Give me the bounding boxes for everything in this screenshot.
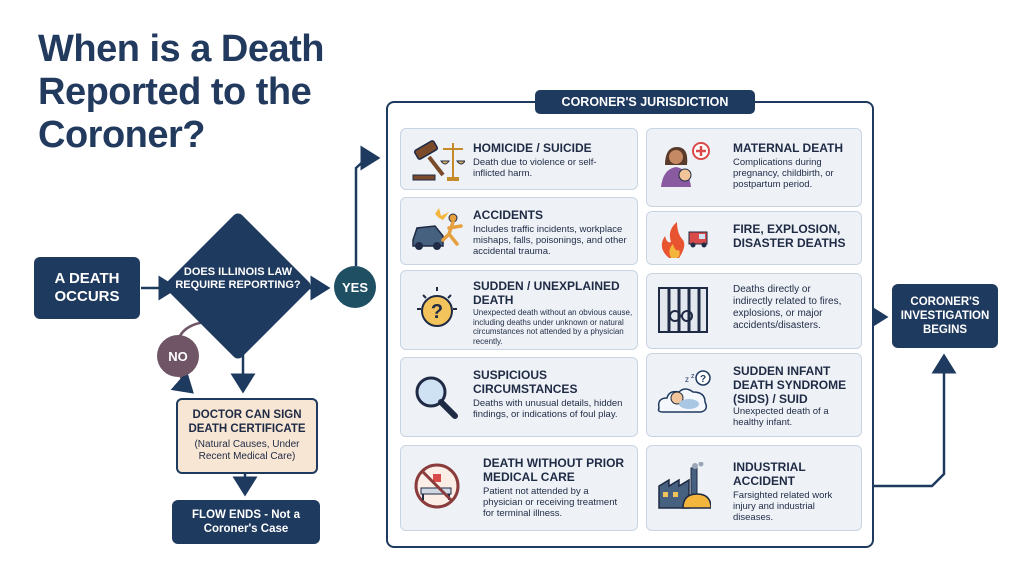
mother-baby-icon [661, 142, 710, 187]
yes-badge: YES [334, 266, 376, 308]
card-desc: Complications during pregnancy, childbir… [733, 157, 834, 190]
doctor-sign-node: DOCTOR CAN SIGN DEATH CERTIFICATE (Natur… [176, 398, 318, 474]
card-homicide-suicide: HOMICIDE / SUICIDE Death due to violence… [400, 128, 638, 190]
card-title: SUDDEN / UNEXPLAINED DEATH [473, 279, 620, 307]
card-title: SUSPICIOUS CIRCUMSTANCES [473, 368, 578, 396]
card-sids: ? z z SUDDEN INFANT DEATH SYNDROME (SIDS… [646, 353, 862, 437]
card-desc: Farsighted related work injury and indus… [733, 490, 833, 523]
card-desc: Unexpected death of a healthy infant. [733, 406, 829, 428]
card-suspicious: SUSPICIOUS CIRCUMSTANCES Deaths with unu… [400, 357, 638, 437]
flow-end-node: FLOW ENDS - Not a Coroner's Case [172, 500, 320, 544]
card-maternal-death: MATERNAL DEATH Complications during preg… [646, 128, 862, 207]
jail-cell-icon [658, 287, 708, 333]
no-medical-care-icon [414, 463, 460, 509]
card-fire-explosion: FIRE, EXPLOSION, DISASTER DEATHS [646, 211, 862, 265]
sleeping-baby-icon: ? z z [657, 370, 711, 413]
card-sudden-unexplained: ? SUDDEN / UNEXPLAINED DEATH Unexpected … [400, 270, 638, 350]
svg-text:?: ? [431, 301, 443, 323]
arrow-yes-to-jurisdiction [354, 145, 381, 266]
card-industrial-accident: INDUSTRIAL ACCIDENT Farsighted related w… [646, 445, 862, 531]
card-desc: Includes traffic incidents, workplace mi… [473, 224, 627, 257]
card-title: SUDDEN INFANT DEATH SYNDROME (SIDS) / SU… [733, 364, 847, 406]
card-desc: Deaths directly or indirectly related to… [733, 284, 842, 331]
card-desc: Patient not attended by a physician or r… [483, 486, 618, 519]
page-title: When is a Death Reported to the Coroner? [38, 28, 325, 156]
car-accident-icon [412, 208, 463, 250]
decision-label: DOES ILLINOIS LAW REQUIRE REPORTING? [175, 266, 301, 291]
card-title: DEATH WITHOUT PRIOR MEDICAL CARE [483, 456, 625, 484]
magnifier-icon [415, 376, 458, 419]
card-desc: Death due to violence or self-inflicted … [473, 157, 597, 179]
card-title: FIRE, EXPLOSION, DISASTER DEATHS [733, 222, 846, 250]
card-jail-related: Deaths directly or indirectly related to… [646, 273, 862, 349]
card-title: ACCIDENTS [473, 208, 544, 222]
svg-text:z: z [691, 373, 695, 380]
investigation-begins-node: CORONER'S INVESTIGATION BEGINS [892, 284, 998, 348]
arrow-industrial-to-begins [860, 353, 957, 488]
fire-truck-icon [661, 222, 708, 258]
card-no-medical-care: DEATH WITHOUT PRIOR MEDICAL CARE Patient… [400, 445, 638, 531]
card-desc: Deaths with unusual details, hidden find… [473, 398, 623, 420]
doctor-note: (Natural Causes, Under Recent Medical Ca… [194, 439, 300, 462]
jurisdiction-panel: HOMICIDE / SUICIDE Death due to violence… [386, 101, 874, 548]
svg-text:z: z [685, 375, 689, 384]
card-desc: Unexpected death without an obvious caus… [473, 308, 633, 346]
svg-text:?: ? [700, 374, 706, 385]
card-title: INDUSTRIAL ACCIDENT [733, 460, 806, 488]
jurisdiction-title: CORONER'S JURISDICTION [535, 90, 755, 114]
start-node: A DEATH OCCURS [34, 257, 140, 319]
card-title: HOMICIDE / SUICIDE [473, 141, 592, 155]
card-title: MATERNAL DEATH [733, 141, 843, 155]
question-mark-icon: ? [417, 287, 457, 327]
gavel-scales-icon [412, 140, 465, 181]
card-accidents: ACCIDENTS Includes traffic incidents, wo… [400, 197, 638, 265]
no-badge: NO [157, 335, 199, 377]
factory-hardhat-icon [658, 462, 711, 509]
doctor-title: DOCTOR CAN SIGN DEATH CERTIFICATE [188, 409, 306, 435]
